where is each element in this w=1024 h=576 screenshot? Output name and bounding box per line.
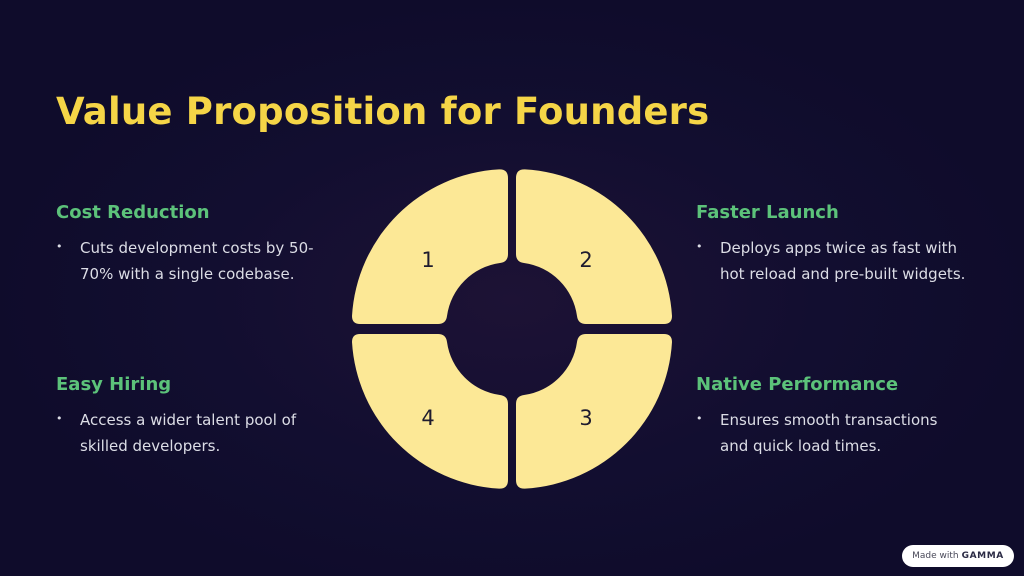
- segment-number-4: 4: [421, 406, 434, 430]
- native-performance-section: Native Performance Ensures smooth transa…: [696, 374, 966, 459]
- segment-number-2: 2: [579, 248, 592, 272]
- wheel-segment-2: [516, 169, 672, 324]
- bullet-text: Access a wider talent pool of skilled de…: [56, 406, 326, 459]
- cost-reduction-section: Cost Reduction Cuts development costs by…: [56, 202, 326, 287]
- page-title: Value Proposition for Founders: [56, 90, 710, 133]
- gamma-logo: GAMMA: [961, 551, 1004, 561]
- segment-number-3: 3: [579, 406, 592, 430]
- bullet-text: Deploys apps twice as fast with hot relo…: [696, 234, 966, 287]
- section-heading: Easy Hiring: [56, 374, 172, 395]
- wheel-segment-4: [352, 334, 508, 489]
- wheel-segment-3: [516, 334, 672, 489]
- section-heading: Cost Reduction: [56, 202, 210, 223]
- badge-prefix: Made with: [912, 551, 959, 561]
- wheel-segment-1: [352, 169, 508, 324]
- section-heading: Faster Launch: [696, 202, 839, 223]
- faster-launch-section: Faster Launch Deploys apps twice as fast…: [696, 202, 966, 287]
- segment-number-1: 1: [421, 248, 434, 272]
- easy-hiring-section: Easy Hiring Access a wider talent pool o…: [56, 374, 326, 459]
- bullet-text: Ensures smooth transactions and quick lo…: [696, 406, 966, 459]
- made-with-gamma-badge[interactable]: Made with GAMMA: [902, 545, 1014, 567]
- section-heading: Native Performance: [696, 374, 899, 395]
- bullet-text: Cuts development costs by 50-70% with a …: [56, 234, 326, 287]
- cycle-wheel: 1 2 3 4: [352, 169, 672, 489]
